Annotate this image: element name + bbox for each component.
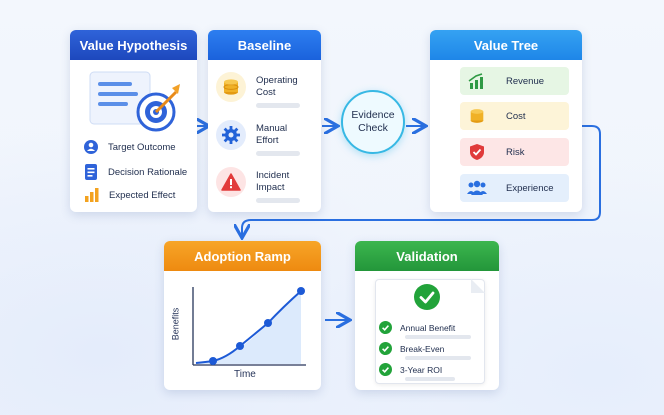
list-item: Target Outcome [84, 140, 176, 154]
ramp-point [264, 319, 272, 327]
y-axis-label: Benefits [170, 307, 181, 341]
item-label: Target Outcome [108, 141, 176, 153]
item-label: Manual Effort [256, 123, 288, 146]
list-item: Operating Cost [216, 72, 311, 108]
coins-icon [216, 72, 246, 102]
item-label: 3-Year ROI [400, 364, 443, 375]
item-label: Decision Rationale [108, 166, 188, 178]
evidence-check-label: Evidence Check [351, 109, 395, 134]
check-icon [379, 342, 392, 355]
validation-item: Break-Even [379, 342, 444, 355]
value-tree-title: Value Tree [430, 30, 582, 60]
evidence-check-node: Evidence Check [341, 90, 405, 154]
value-tree-item-cost: Cost [460, 102, 569, 130]
adoption-ramp-title: Adoption Ramp [164, 241, 321, 271]
validation-card: Validation Annual Benefit Break-Even 3-Y… [355, 241, 499, 390]
check-icon [379, 363, 392, 376]
list-item: Incident Impact [216, 167, 301, 203]
list-item: Decision Rationale [84, 164, 187, 180]
item-label: Cost [506, 110, 526, 122]
ramp-point [236, 342, 244, 350]
baseline-title: Baseline [208, 30, 321, 60]
coins-icon [462, 107, 492, 125]
growth-chart-icon [462, 73, 492, 89]
ramp-point [209, 357, 217, 365]
person-icon [84, 140, 98, 154]
item-label: Revenue [506, 75, 545, 87]
validation-title: Validation [355, 241, 499, 271]
adoption-ramp-card: Adoption Ramp Benefits Time [164, 241, 321, 390]
value-tree-item-risk: Risk [460, 138, 569, 166]
value-tree-item-experience: Experience [460, 174, 569, 202]
target-document-icon [88, 70, 188, 137]
ramp-point [297, 287, 305, 295]
list-item: Manual Effort [216, 120, 301, 156]
arrow-valuetree-to-adoption [242, 125, 601, 236]
value-hypothesis-title: Value Hypothesis [70, 30, 197, 60]
people-icon [462, 180, 492, 196]
validation-item: Annual Benefit [379, 321, 455, 334]
item-label: Expected Effect [109, 189, 176, 201]
item-label: Incident Impact [256, 170, 290, 193]
item-label: Operating Cost [256, 75, 298, 98]
warning-icon [216, 167, 246, 197]
gear-icon [216, 120, 246, 150]
adoption-ramp-chart [192, 287, 306, 366]
check-icon [379, 321, 392, 334]
item-label: Risk [506, 146, 525, 158]
shield-icon [462, 143, 492, 161]
document-icon [84, 164, 98, 180]
check-badge-icon [413, 283, 441, 316]
value-tree-item-revenue: Revenue [460, 67, 569, 95]
x-axis-label: Time [234, 369, 256, 380]
value-hypothesis-card: Value Hypothesis Target Outcome Decision… [70, 30, 197, 212]
item-label: Break-Even [400, 343, 445, 354]
list-item: Expected Effect [84, 188, 175, 202]
item-label: Annual Benefit [400, 322, 456, 333]
validation-item: 3-Year ROI [379, 363, 442, 376]
item-label: Experience [506, 182, 554, 194]
bar-chart-icon [84, 188, 100, 202]
baseline-card: Baseline Operating Cost Manual Effort In… [208, 30, 321, 212]
